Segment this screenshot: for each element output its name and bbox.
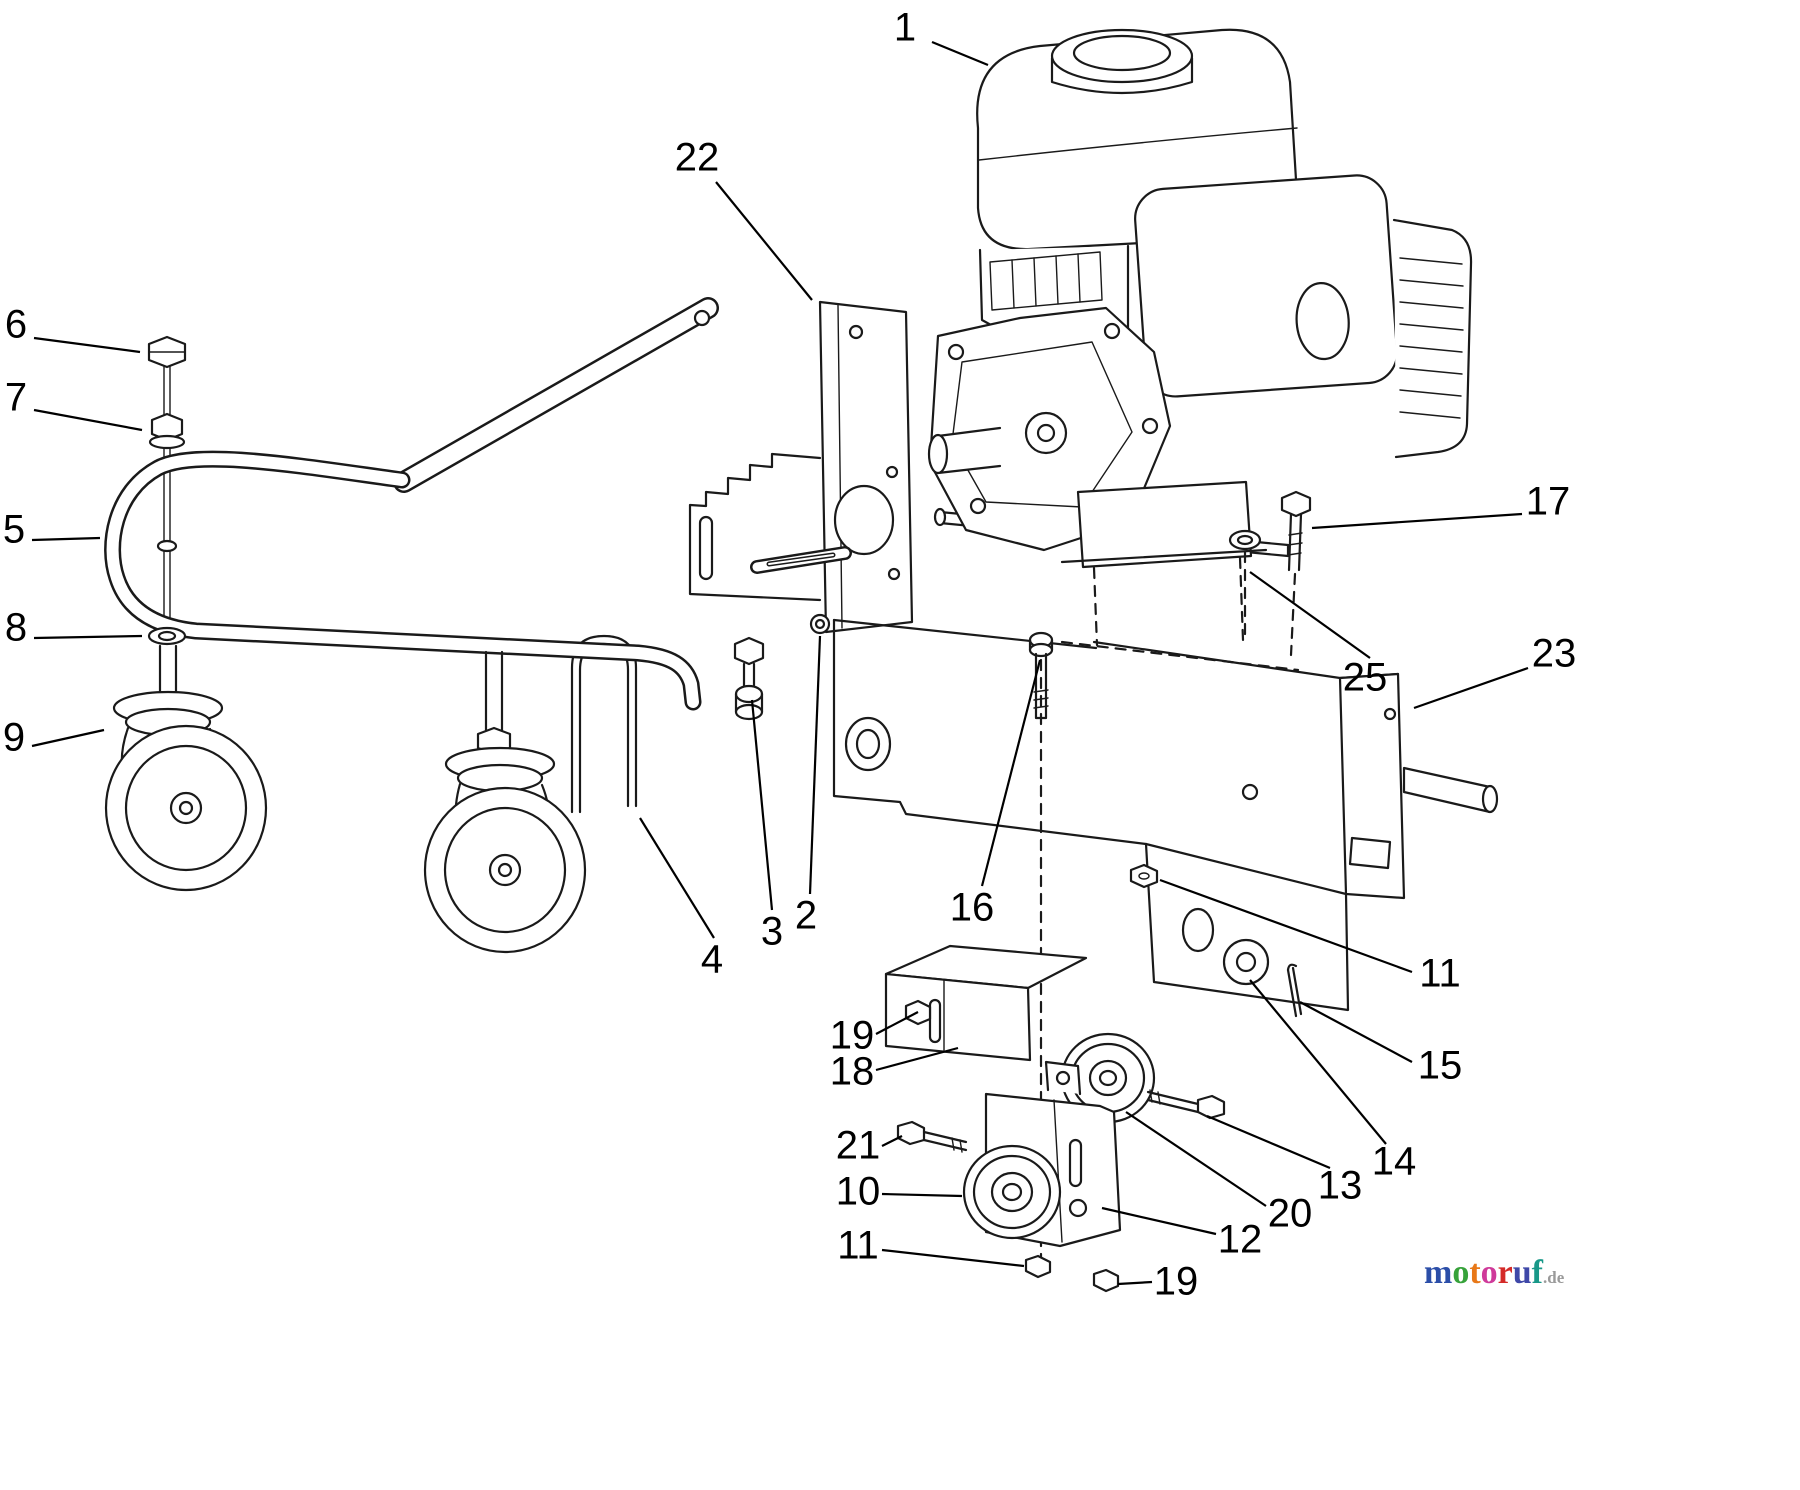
callout-2: 2 xyxy=(794,893,818,938)
callout-3: 3 xyxy=(760,909,784,954)
leader-line-21 xyxy=(881,1135,903,1147)
leader-line-6 xyxy=(33,336,141,354)
leader-line-17 xyxy=(1311,512,1523,530)
callout-9: 9 xyxy=(2,715,26,760)
callout-19: 19 xyxy=(829,1013,875,1058)
callout-17: 17 xyxy=(1525,479,1571,524)
callout-11: 11 xyxy=(837,1223,879,1268)
caster-stud-fasteners xyxy=(147,335,187,621)
logo-letter: t xyxy=(1469,1254,1481,1291)
callout-19: 19 xyxy=(1153,1259,1199,1304)
callout-5: 5 xyxy=(2,507,26,552)
washer-25 xyxy=(1228,529,1262,551)
mount-plate xyxy=(688,300,914,635)
caster-left xyxy=(104,644,268,892)
leader-line-14 xyxy=(1249,979,1387,1145)
callout-4: 4 xyxy=(700,937,724,982)
callout-16: 16 xyxy=(949,885,995,930)
leader-line-11 xyxy=(881,1248,1025,1268)
leader-line-19 xyxy=(875,1011,919,1035)
callout-21: 21 xyxy=(835,1123,881,1168)
leader-line-25 xyxy=(1249,571,1371,659)
engine xyxy=(927,28,1473,569)
callout-7: 7 xyxy=(4,375,28,420)
bolt-16 xyxy=(1028,631,1054,720)
leader-line-20 xyxy=(1125,1111,1267,1207)
leader-line-19 xyxy=(1117,1280,1153,1286)
leader-line-13 xyxy=(1206,1114,1331,1170)
leader-line-12 xyxy=(1101,1206,1217,1236)
washer-8 xyxy=(147,626,187,646)
leader-line-8 xyxy=(33,634,143,640)
leader-line-5 xyxy=(31,536,101,542)
callout-8: 8 xyxy=(4,605,28,650)
motoruf-logo[interactable]: motoruf.de xyxy=(1424,1254,1564,1292)
bolt-13 xyxy=(1146,1089,1226,1120)
leader-line-1 xyxy=(931,40,989,67)
logo-letter: r xyxy=(1497,1254,1513,1291)
pin-15 xyxy=(1286,963,1303,1018)
leader-line-11 xyxy=(1159,878,1413,974)
leader-line-16 xyxy=(980,659,1042,887)
leader-line-2 xyxy=(808,635,822,895)
leader-line-9 xyxy=(31,728,105,748)
leader-line-7 xyxy=(33,408,143,432)
callout-6: 6 xyxy=(4,302,28,347)
leader-line-22 xyxy=(715,181,813,301)
callout-12: 12 xyxy=(1217,1217,1263,1262)
nut-11-lower xyxy=(1024,1254,1052,1279)
leader-line-18 xyxy=(875,1046,959,1072)
logo-letter: o xyxy=(1480,1254,1498,1291)
caster-right xyxy=(423,650,587,954)
callout-10: 10 xyxy=(835,1169,881,1214)
nut-19-lower xyxy=(1092,1268,1120,1293)
leader-line-10 xyxy=(881,1192,963,1198)
callout-20: 20 xyxy=(1267,1191,1313,1236)
bolt-3 xyxy=(733,636,765,666)
bracket-18 xyxy=(884,944,1088,1062)
leader-line-3 xyxy=(750,699,774,911)
callout-11: 11 xyxy=(1419,951,1461,996)
leader-line-23 xyxy=(1413,666,1529,710)
callout-15: 15 xyxy=(1417,1043,1463,1088)
logo-letter: f xyxy=(1531,1254,1543,1291)
logo-suffix: .de xyxy=(1543,1268,1565,1287)
logo-letter: o xyxy=(1452,1254,1470,1291)
callout-18: 18 xyxy=(829,1049,875,1094)
callout-13: 13 xyxy=(1317,1163,1363,1208)
idler-assembly xyxy=(884,944,1226,1293)
callout-25: 25 xyxy=(1342,655,1388,700)
callout-23: 23 xyxy=(1531,631,1577,676)
leader-line-4 xyxy=(639,817,715,939)
callout-1: 1 xyxy=(893,5,917,50)
logo-letter: m xyxy=(1424,1254,1453,1291)
callout-14: 14 xyxy=(1371,1139,1417,1184)
fasteners xyxy=(733,490,1312,1018)
logo-letter: u xyxy=(1512,1254,1532,1291)
logo-word: motoruf xyxy=(1424,1254,1543,1291)
bolt-17 xyxy=(1280,490,1312,572)
callout-22: 22 xyxy=(674,135,720,180)
nut-11-frame xyxy=(1129,863,1159,889)
frame-box xyxy=(832,618,1499,1012)
handle-loop xyxy=(104,297,719,711)
pulley-10 xyxy=(962,1144,1062,1240)
leader-line-15 xyxy=(1299,1001,1413,1063)
